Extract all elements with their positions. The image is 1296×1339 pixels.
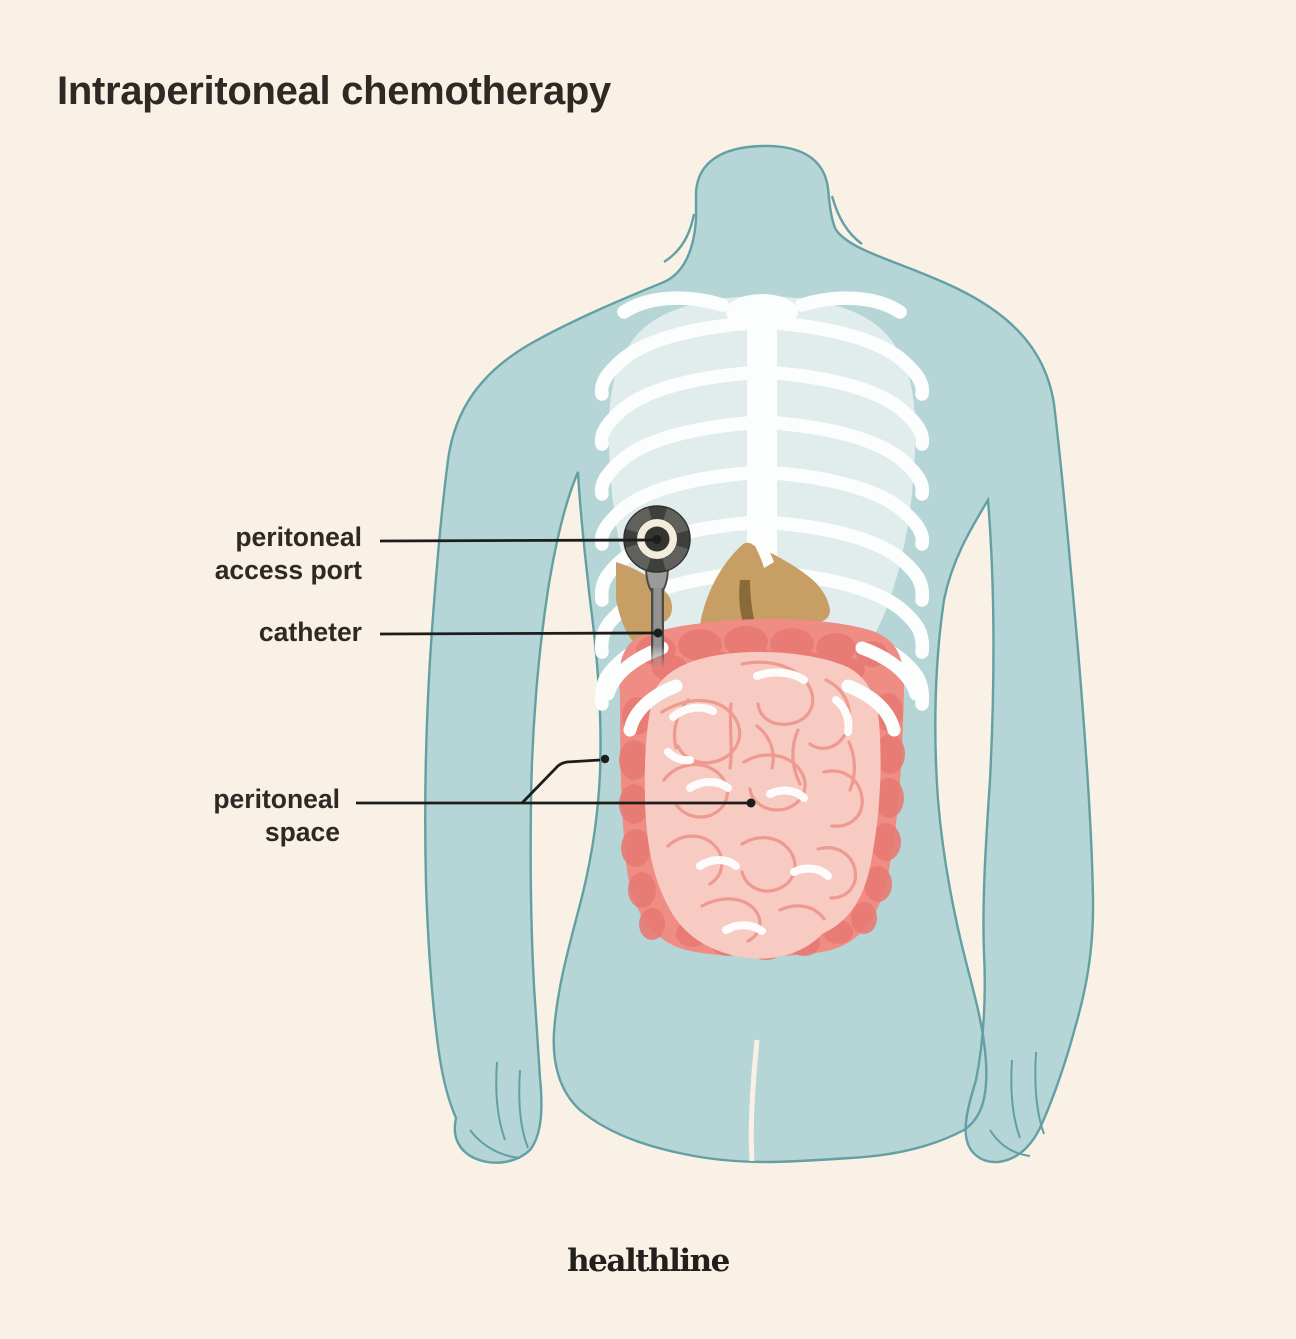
right-hand-lines [989,1051,1045,1157]
label-line: peritoneal [213,784,340,814]
label-peritoneal-space: peritoneal space [213,783,340,849]
leader-dot-peritoneal-space-branch [600,754,610,764]
page-title: Intraperitoneal chemotherapy [57,68,611,113]
leader-dot-catheter [653,628,663,638]
leader-line-access-port [379,538,656,543]
leader-line-peritoneal-space-branch [520,758,601,804]
label-peritoneal-access-port: peritoneal access port [215,521,362,587]
leader-line-catheter [379,631,657,636]
label-line: space [264,817,340,847]
buttock-crease [748,1039,760,1162]
leader-lines [356,538,747,805]
catheter-graphic [644,565,670,668]
leader-dot-access-port [652,535,662,544]
label-line: access port [214,555,362,585]
left-hand-lines [469,1061,529,1159]
leader-dot-peritoneal-space [746,798,756,808]
leader-dots [600,535,756,808]
label-line: peritoneal [235,522,362,552]
label-catheter: catheter [258,617,362,647]
small-intestine [644,652,881,959]
healthline-logo: healthline [567,1243,730,1279]
